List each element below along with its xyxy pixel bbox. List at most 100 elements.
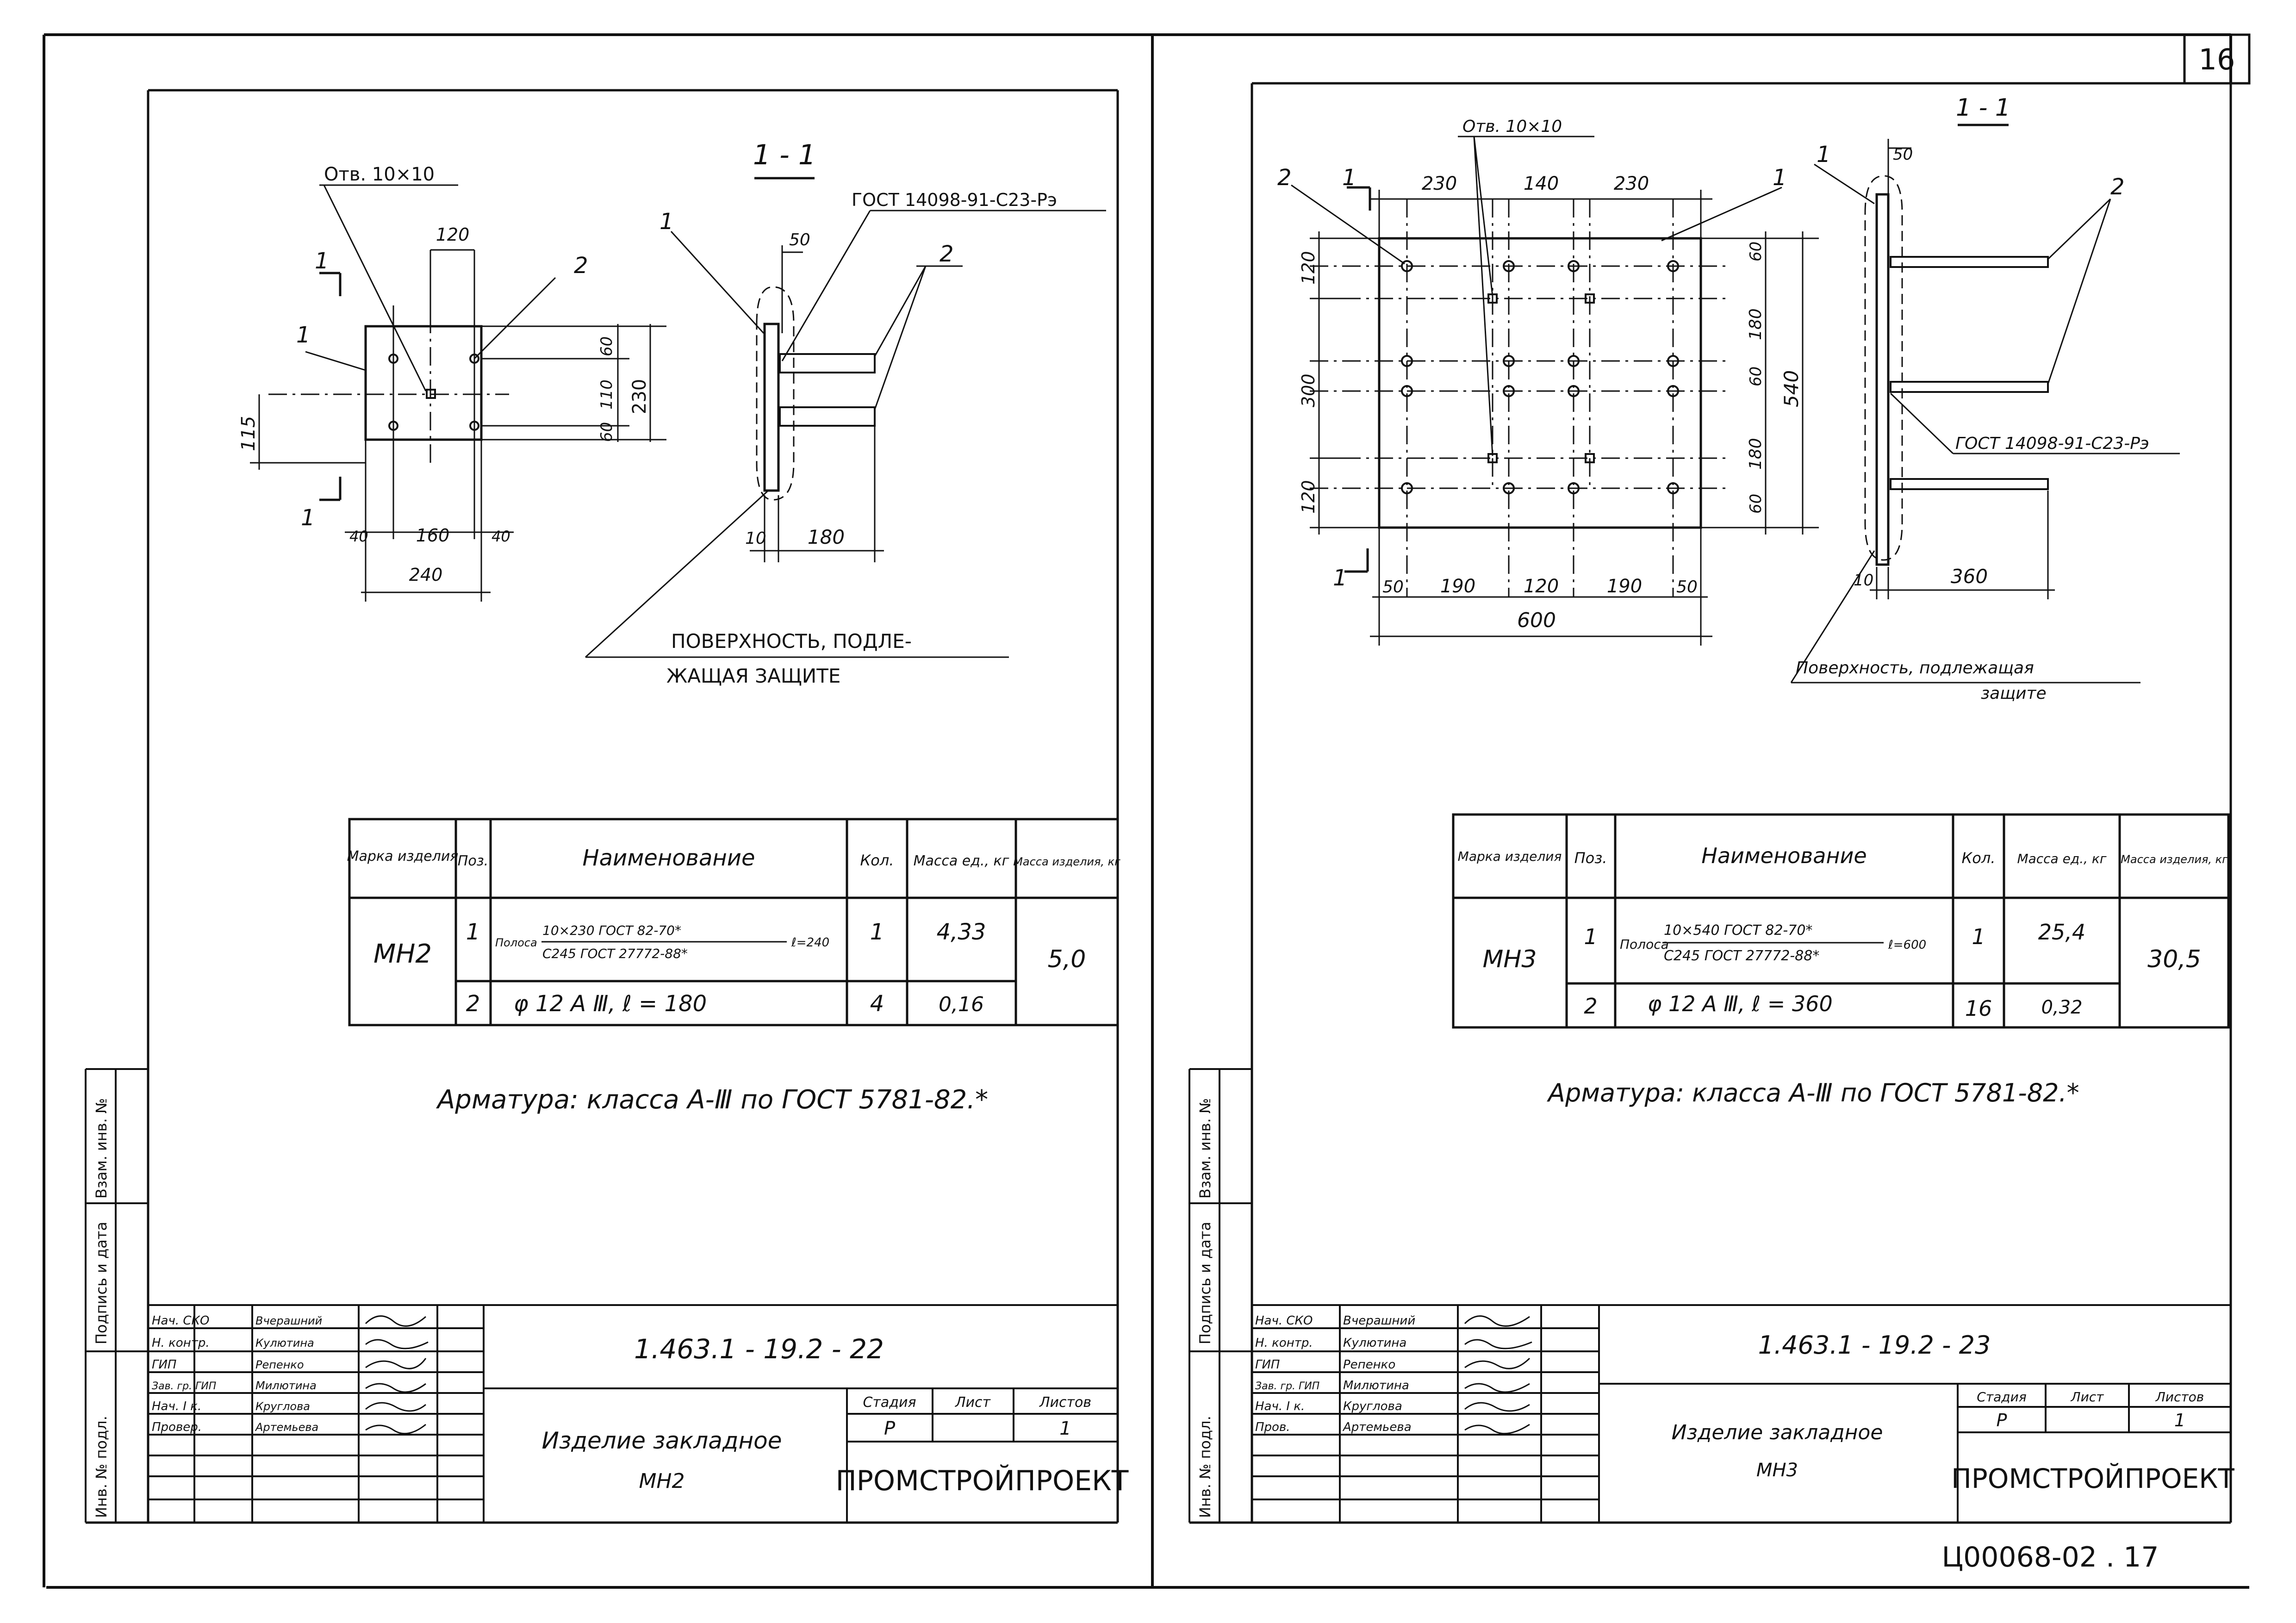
left-sheet: Инв. № подл. Подпись и дата Взам. инв. №	[85, 89, 1129, 1524]
right-item-name-2: МН3	[1756, 1460, 1798, 1481]
left-section-mark-top: 1	[315, 248, 329, 274]
left-th-qty: Кол.	[860, 852, 894, 869]
left-row1-qty: 1	[870, 919, 884, 945]
left-section-callout-2: 2	[940, 241, 954, 267]
left-dim-115: 115	[238, 416, 259, 451]
right-rebar-note: Арматура: класса А-Ⅲ по ГОСТ 5781-82.*	[1547, 1078, 2079, 1107]
right-surname-0: Вчерашний	[1343, 1314, 1415, 1328]
left-table-mark: МН2	[373, 939, 432, 969]
left-row1-pos: 1	[466, 919, 480, 945]
left-row2-pos: 2	[466, 991, 480, 1017]
left-side-label-sign: Подпись и дата	[93, 1222, 110, 1344]
right-plan-view	[1291, 136, 1819, 646]
right-surname-1: Кулютина	[1343, 1336, 1406, 1350]
right-item-name-1: Изделие закладное	[1672, 1421, 1883, 1444]
right-drawing-code: 1.463.1 - 19.2 - 23	[1758, 1331, 1991, 1360]
right-role-1: Н. контр.	[1255, 1336, 1313, 1350]
right-row1-pos: 1	[1584, 924, 1597, 949]
left-th-mass-total: Масса изделия, кг	[1013, 855, 1120, 868]
left-section-mark-bottom: 1	[301, 505, 315, 531]
left-role-0: Нач. СКО	[152, 1314, 209, 1328]
left-item-name-2: МН2	[639, 1469, 684, 1493]
left-callout-2: 2	[574, 253, 588, 279]
left-section-callout-1: 1	[660, 209, 674, 235]
left-spec-table-grid	[348, 818, 1119, 1026]
left-section-label: 1 - 1	[753, 139, 816, 171]
left-section-dim-50: 50	[789, 230, 810, 249]
left-sheets-value: 1	[1059, 1418, 1071, 1439]
left-sheets-header: Листов	[1039, 1394, 1091, 1411]
right-side-label-sign: Подпись и дата	[1196, 1222, 1214, 1344]
left-role-2: ГИП	[152, 1358, 177, 1372]
right-row1-name-prefix: Полоса	[1620, 937, 1669, 952]
right-row1-name-top: 10×540 ГОСТ 82-70*	[1664, 922, 1812, 939]
right-dim-left-120b: 120	[1298, 480, 1319, 514]
page-number: 16	[2199, 43, 2235, 76]
right-row1-mass: 25,4	[2038, 920, 2085, 945]
right-dim-bottom-190a: 190	[1440, 576, 1475, 597]
left-row2-mass: 0,16	[939, 993, 984, 1016]
left-stage-header: Стадия	[863, 1394, 916, 1411]
right-dim-top-230b: 230	[1614, 173, 1649, 194]
right-section-dim-50: 50	[1893, 145, 1913, 164]
left-dim-240: 240	[409, 565, 443, 585]
left-row1-mass: 4,33	[937, 919, 986, 945]
right-side-strip	[1188, 1068, 1252, 1523]
right-dim-right-180a: 180	[1746, 308, 1765, 340]
left-dim-120: 120	[436, 224, 470, 245]
left-surname-0: Вчерашний	[255, 1314, 322, 1327]
left-row1-name-prefix: Полоса	[495, 936, 537, 949]
right-dim-top-140: 140	[1524, 173, 1559, 194]
right-surname-2: Репенко	[1343, 1358, 1395, 1372]
left-table-total-mass: 5,0	[1048, 945, 1086, 973]
left-side-label-vzam: Взам. инв. №	[93, 1098, 110, 1199]
right-dim-bottom-50a: 50	[1382, 578, 1404, 597]
left-title-block-grid	[148, 1304, 1118, 1523]
right-role-5: Пров.	[1255, 1420, 1290, 1434]
left-th-name: Наименование	[582, 845, 755, 871]
right-role-3: Зав. гр. ГИП	[1255, 1380, 1319, 1392]
right-callout-1: 1	[1773, 165, 1787, 191]
left-surname-5: Артемьева	[255, 1421, 318, 1434]
page-number-box: 16	[2183, 33, 2251, 85]
left-dim-60a: 60	[597, 336, 616, 356]
right-surface-note-1: Поверхность, подлежащая	[1796, 659, 2034, 678]
left-section-dim-10: 10	[745, 529, 766, 548]
left-title-block-roles: Нач. СКО Н. контр. ГИП Зав. гр. ГИП Нач.…	[152, 1314, 322, 1434]
left-dim-60b: 60	[597, 422, 616, 442]
left-row2-name: φ 12 А Ⅲ, ℓ = 180	[514, 991, 707, 1017]
right-side-label-vzam: Взам. инв. №	[1196, 1098, 1214, 1199]
left-item-name-1: Изделие закладное	[541, 1427, 782, 1454]
left-surface-note-1: ПОВЕРХНОСТЬ, ПОДЛЕ-	[671, 630, 912, 653]
left-surname-2: Репенко	[255, 1358, 304, 1371]
right-th-mass-unit: Масса ед., кг	[2017, 851, 2106, 866]
left-stage-value: Р	[884, 1418, 896, 1439]
right-dim-right-540: 540	[1780, 370, 1803, 407]
left-role-1: Н. контр.	[152, 1336, 210, 1350]
right-section-view	[1790, 124, 2180, 684]
left-section-view	[585, 177, 1106, 658]
left-row2-qty: 4	[870, 991, 884, 1017]
right-section-mark-top: 1	[1342, 165, 1356, 191]
right-row2-qty: 16	[1965, 996, 1992, 1021]
right-title-block-roles: Нач. СКО Н. контр. ГИП Зав. гр. ГИП Нач.…	[1255, 1314, 1415, 1434]
left-plan-view	[250, 185, 666, 602]
right-row2-name: φ 12 А Ⅲ, ℓ = 360	[1648, 991, 1833, 1016]
left-signatures	[365, 1315, 429, 1435]
right-spec-table-grid	[1452, 813, 2230, 1029]
right-dim-right-60b: 60	[1747, 367, 1765, 386]
left-dim-230: 230	[629, 379, 650, 414]
right-sheets-value: 1	[2174, 1410, 2185, 1430]
left-dim-160: 160	[416, 525, 450, 546]
left-rebar-note: Арматура: класса А-Ⅲ по ГОСТ 5781-82.*	[436, 1085, 988, 1115]
right-row1-qty: 1	[1972, 924, 1985, 949]
left-surname-3: Милютина	[255, 1379, 317, 1392]
right-dim-right-60a: 60	[1747, 242, 1765, 261]
right-section-dim-360: 360	[1951, 565, 1988, 588]
right-table-mark: МН3	[1482, 945, 1537, 973]
right-role-2: ГИП	[1255, 1358, 1280, 1372]
left-side-label-inv: Инв. № подл.	[93, 1416, 110, 1518]
left-surname-1: Кулютина	[255, 1337, 314, 1349]
right-org-name: ПРОМСТРОЙПРОЕКТ	[1951, 1462, 2234, 1494]
